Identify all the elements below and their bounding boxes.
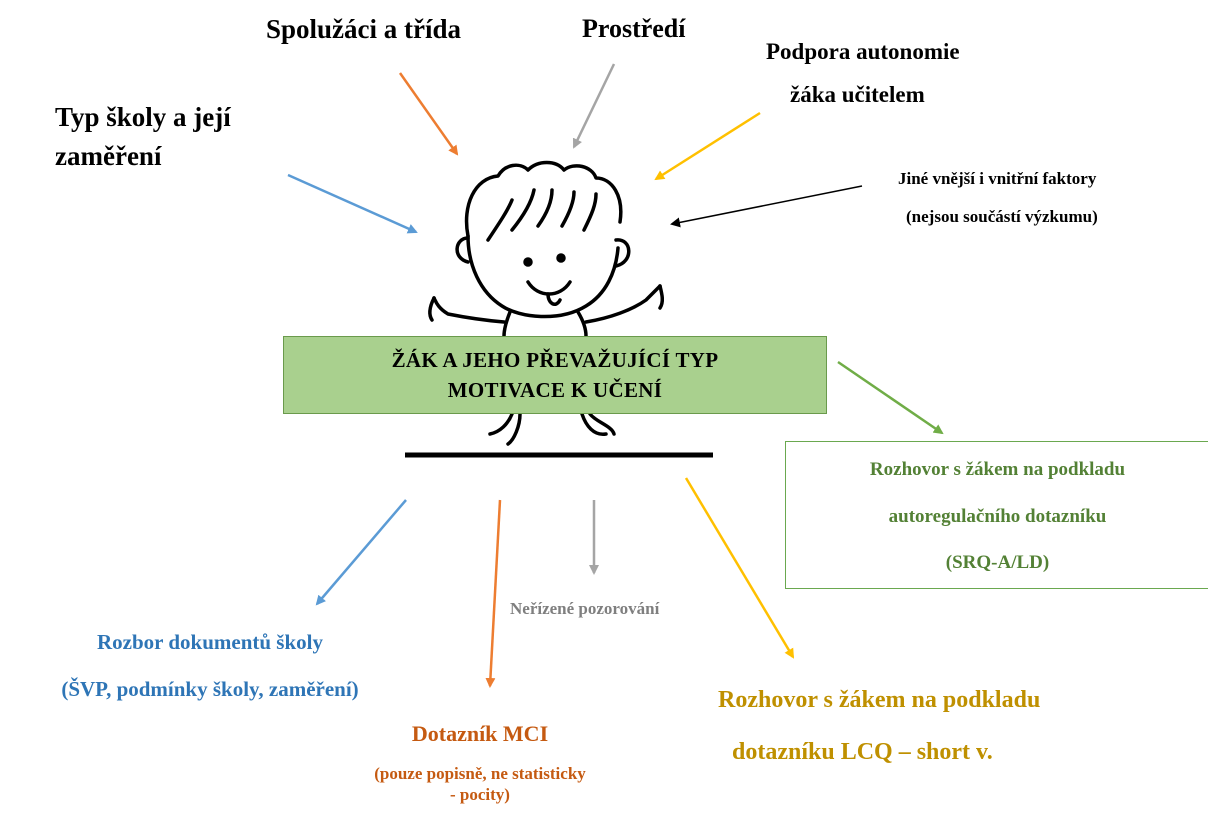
arrow-spoluzaci [398, 72, 459, 156]
label-typ-skoly-line1: Typ školy a její [55, 102, 231, 132]
srq-line2: autoregulačního dotazníku [888, 506, 1107, 527]
label-podpora-line2: žáka učitelem [790, 82, 925, 107]
label-lcq: Rozhovor s žákem na podkladu dotazníku L… [718, 688, 1040, 764]
arrow-podpora [654, 111, 761, 181]
label-rozbor-line1: Rozbor dokumentů školy [97, 630, 323, 654]
arrow-prostredi [572, 63, 616, 149]
label-dotaznik-line2: (pouze popisně, ne statisticky [374, 764, 586, 783]
label-typ-skoly: Typ školy a její zaměření [55, 104, 231, 170]
label-dotaznik-line3: - pocity) [450, 785, 510, 804]
label-podpora: Podpora autonomie žáka učitelem [766, 40, 960, 106]
label-rozbor: Rozbor dokumentů školy (ŠVP, podmínky šk… [0, 632, 420, 700]
label-dotaznik-line1: Dotazník MCI [411, 721, 549, 746]
label-jine-line2: (nejsou součástí výzkumu) [906, 207, 1098, 226]
arrow-to-rozbor [315, 499, 407, 606]
label-rozbor-line2: (ŠVP, podmínky školy, zaměření) [61, 677, 359, 701]
label-pozorovani: Neřízené pozorování [510, 599, 660, 618]
label-spoluzaci: Spolužáci a třída [266, 14, 462, 44]
label-jine-line1: Jiné vnější i vnitřní faktory [898, 169, 1097, 188]
label-prostredi: Prostředí [582, 14, 686, 43]
arrow-typ-skoly [287, 173, 418, 234]
srq-box: Rozhovor s žákem na podkladu autoregulač… [785, 441, 1208, 589]
center-box-line2: MOTIVACE K UČENÍ [447, 378, 663, 402]
label-typ-skoly-line2: zaměření [55, 141, 162, 171]
label-podpora-line1: Podpora autonomie [766, 39, 960, 64]
arrow-to-dotaznik [485, 499, 502, 688]
arrow-to-srq [837, 360, 944, 435]
arrow-to-lcq [684, 477, 795, 659]
srq-line1: Rozhovor s žákem na podkladu [869, 459, 1126, 480]
center-box-line1: ŽÁK A JEHO PŘEVAŽUJÍCÍ TYP [391, 347, 719, 372]
center-box: ŽÁK A JEHO PŘEVAŽUJÍCÍ TYP MOTIVACE K UČ… [283, 336, 827, 414]
label-dotaznik: Dotazník MCI (pouze popisně, ne statisti… [330, 721, 630, 804]
arrow-jine-faktory [670, 185, 863, 228]
srq-line3: (SRQ-A/LD) [945, 552, 1050, 573]
child-figure-icon [428, 160, 665, 446]
label-jine-faktory: Jiné vnější i vnitřní faktory (nejsou so… [898, 170, 1098, 225]
label-lcq-line2: dotazníku LCQ – short v. [732, 739, 993, 765]
label-lcq-line1: Rozhovor s žákem na podkladu [718, 687, 1041, 713]
